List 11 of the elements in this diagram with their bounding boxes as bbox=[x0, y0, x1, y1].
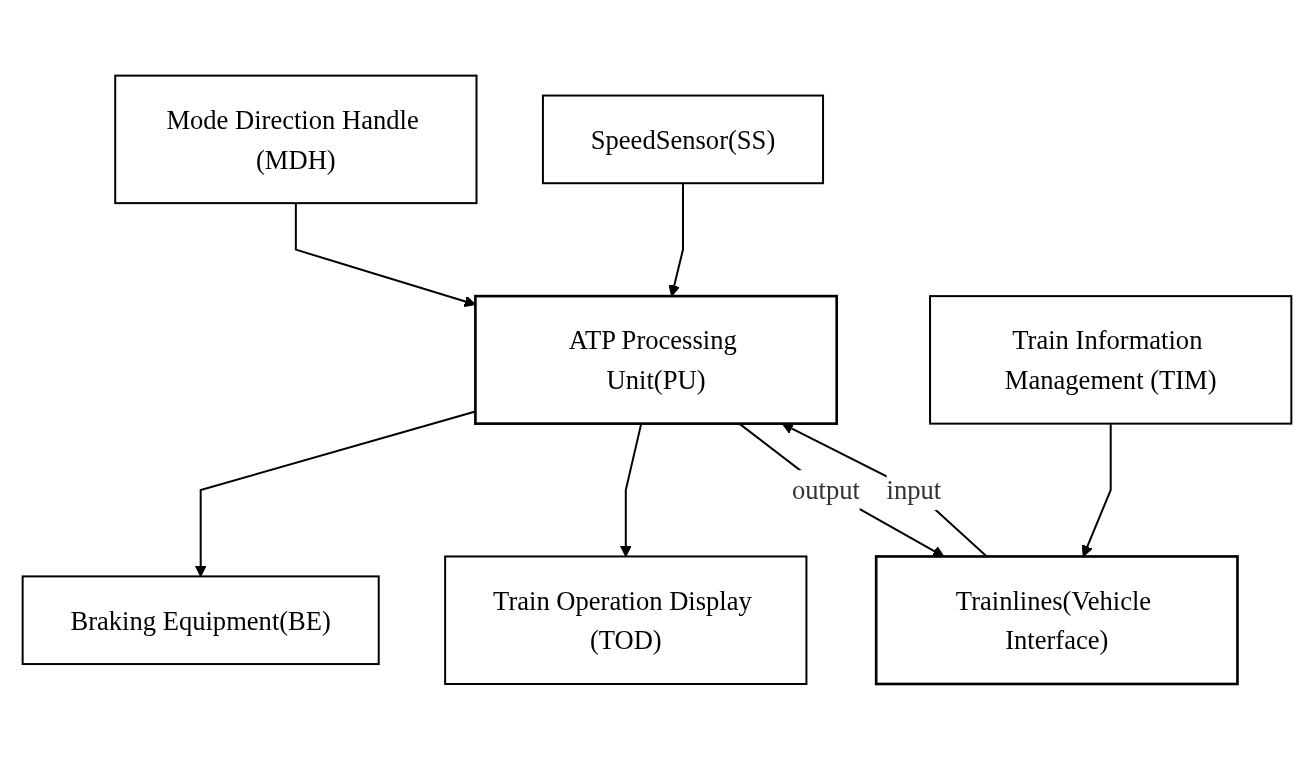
arrow bbox=[294, 201, 476, 307]
node-box: SpeedSensor(SS) bbox=[541, 94, 825, 184]
node-box: Trainlines(Vehicle Interface) bbox=[874, 554, 1239, 685]
node-box: Braking Equipment(BE) bbox=[21, 575, 380, 665]
node-box: Mode Direction Handle (MDH) bbox=[114, 74, 478, 204]
node-box: Train Operation Display (TOD) bbox=[444, 555, 808, 685]
edge-label: output bbox=[792, 475, 860, 505]
node-box: ATP Processing Unit(PU) bbox=[474, 294, 839, 425]
arrow bbox=[1081, 422, 1112, 557]
node-box: Train Information Management (TIM) bbox=[929, 294, 1293, 425]
edge-label: input bbox=[886, 475, 942, 505]
